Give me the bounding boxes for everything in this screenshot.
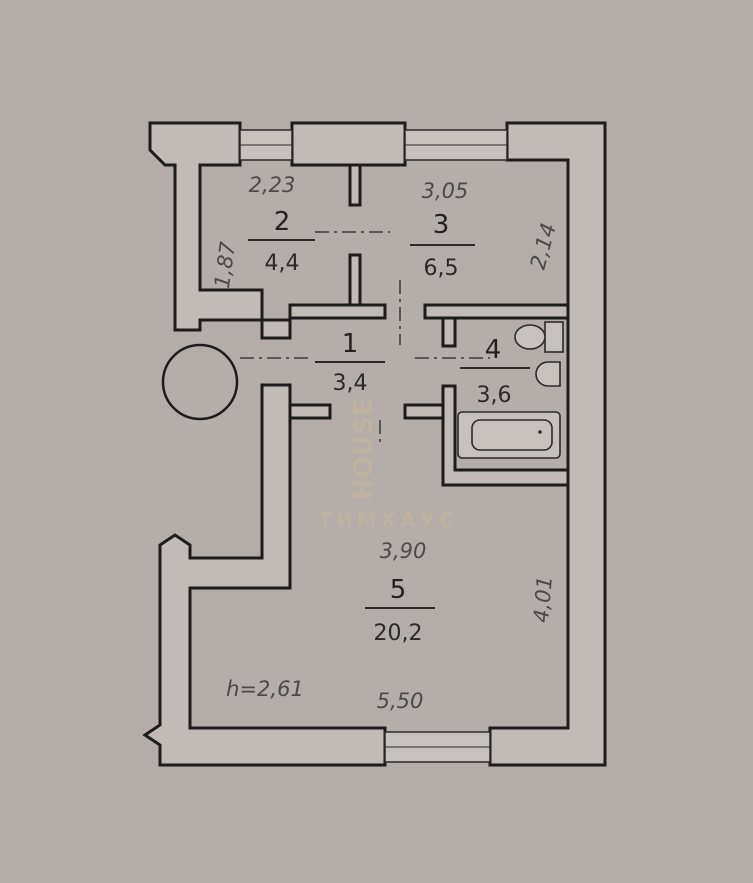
watermark-brand: ТИМХАУС [318, 508, 457, 532]
ceiling-height: h=2,61 [226, 677, 304, 701]
riser-circle [161, 343, 239, 421]
toilet-icon [514, 321, 564, 353]
bath-wall-upper [441, 316, 457, 348]
room-4-area: 3,6 [477, 383, 512, 408]
windows [239, 129, 508, 763]
room-2-depth: 1,87 [210, 240, 240, 290]
sink-icon [535, 361, 561, 387]
room-3-number: 3 [433, 210, 450, 240]
room-3-width: 3,05 [422, 179, 469, 203]
bath-wall-lower [441, 384, 570, 487]
partition-2-3-upper [348, 163, 362, 207]
room-5-width-bottom: 5,50 [377, 689, 424, 713]
corridor-wall-bottom-left [288, 403, 332, 420]
room-2-number: 2 [274, 207, 291, 237]
corridor-wall-bottom-right [403, 403, 445, 420]
room-5-width-top: 3,90 [380, 539, 427, 563]
partition-2-3-lower [348, 253, 362, 309]
room-1-area: 3,4 [333, 371, 368, 396]
room-4-number: 4 [485, 335, 502, 365]
wall-left-lower [142, 383, 387, 767]
door-axes [240, 231, 490, 445]
room-5-number: 5 [390, 575, 407, 605]
room-3-depth: 2,14 [526, 220, 561, 271]
room-2-width: 2,23 [249, 173, 296, 197]
room-5-depth: 4,01 [529, 575, 557, 624]
room-3-area: 6,5 [424, 256, 459, 281]
room-5-area: 20,2 [374, 621, 423, 646]
bathtub-icon [457, 411, 561, 459]
wall-top-middle [290, 121, 407, 167]
wall-right [488, 121, 607, 767]
corridor-wall-top-right [423, 303, 570, 320]
room-1-number: 1 [342, 329, 359, 359]
room-2-area: 4,4 [265, 251, 300, 276]
wall-top-left [148, 121, 292, 340]
corridor-wall-top-left [288, 303, 387, 320]
watermark-logo: HOUSE [349, 399, 379, 500]
